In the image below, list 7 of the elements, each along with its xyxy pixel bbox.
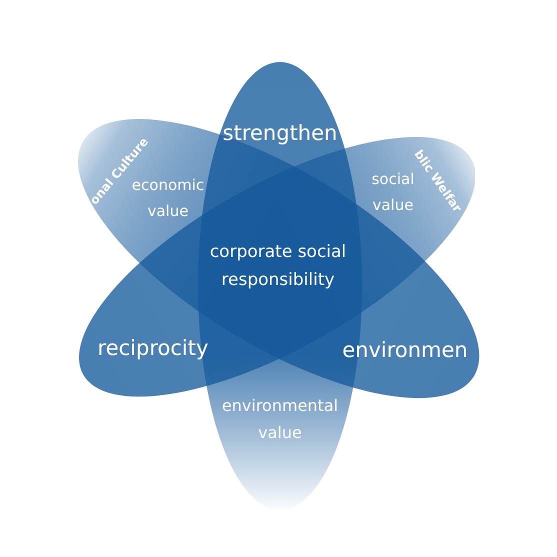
petal-label: strengthen bbox=[222, 120, 338, 147]
petal-label: economic value bbox=[132, 176, 206, 222]
petal-label: environmen bbox=[342, 336, 468, 364]
center-label: corporate social responsibility bbox=[208, 241, 348, 292]
petal-label: reciprocity bbox=[98, 334, 208, 362]
petal-label: environmental value bbox=[220, 395, 340, 444]
petal-label: social value bbox=[370, 168, 414, 216]
